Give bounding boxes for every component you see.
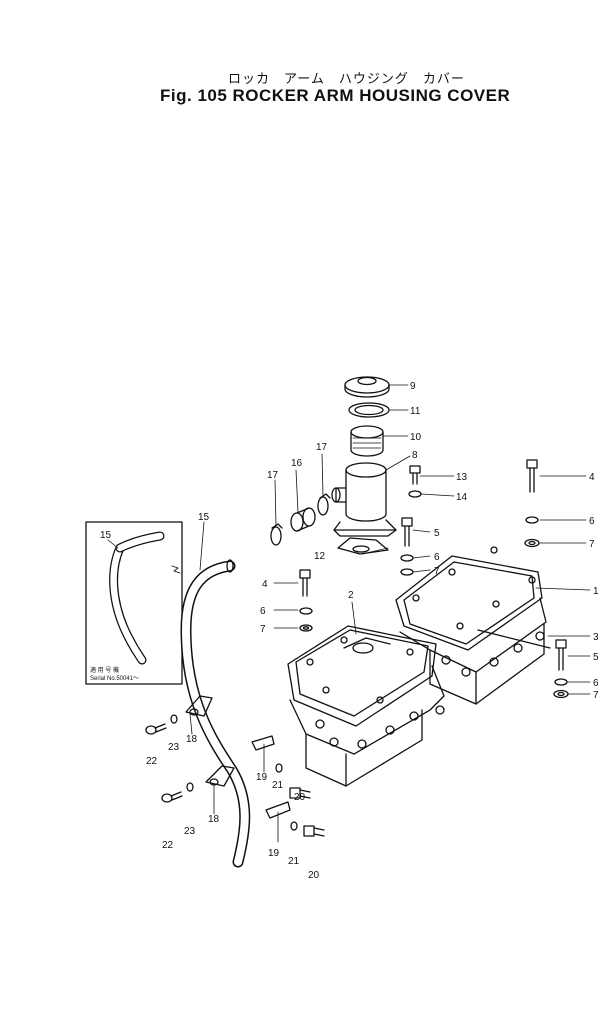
hose-clamp-left: [270, 523, 283, 546]
callout-3: 3: [593, 632, 599, 643]
callout-15: 15: [198, 512, 210, 523]
inset-detail-box: [85, 521, 183, 685]
callout-19-lower: 19: [268, 848, 280, 859]
callout-21-upper: 21: [272, 780, 284, 791]
callout-12: 12: [314, 551, 326, 562]
callout-18-lower: 18: [208, 814, 220, 825]
callout-17-left: 17: [267, 470, 279, 481]
callout-6-right-lower: 6: [593, 678, 599, 689]
callout-11: 11: [410, 406, 421, 417]
bolt-22-lower: [161, 782, 194, 803]
callout-7-right: 7: [589, 539, 595, 550]
callout-19-upper: 19: [256, 772, 268, 783]
cover-gasket: [477, 629, 551, 649]
bracket-lower: [265, 801, 291, 839]
bolt-22-upper: [145, 714, 178, 735]
callout-17-right: 17: [316, 442, 328, 453]
cylinder-head-right: [399, 597, 547, 705]
callout-4-right: 4: [589, 472, 595, 483]
hose-clamp-right: [317, 493, 331, 516]
hose-clip-upper: [185, 695, 213, 717]
breather-element: [350, 425, 384, 457]
callout-5-right: 5: [593, 652, 599, 663]
callout-2: 2: [348, 590, 354, 601]
bolt-stack-right-bottom: [553, 639, 569, 699]
callout-23-lower: 23: [184, 826, 196, 837]
callout-18-upper: 18: [186, 734, 198, 745]
breather-gasket: [348, 402, 390, 418]
bracket-upper: [251, 735, 275, 769]
inset-part-label: 15: [100, 530, 112, 541]
breather-cap: [344, 376, 390, 398]
callout-6-center: 6: [434, 552, 440, 563]
hose-clip-lower: [205, 765, 235, 787]
inset-note-serial: Serial No.50041～: [90, 676, 139, 682]
bolt-stack-right-top: [524, 459, 540, 548]
bolt-stack-center: [400, 517, 414, 576]
callout-1: 1: [593, 586, 599, 597]
callout-7-center: 7: [434, 566, 440, 577]
callout-20-upper: 20: [294, 792, 306, 803]
callout-22-lower: 22: [162, 840, 174, 851]
callout-20-lower: 20: [308, 870, 320, 881]
inset-note-japanese: 適 用 号 機: [90, 666, 119, 674]
callout-22-upper: 22: [146, 756, 158, 767]
figure-title: Fig. 105 ROCKER ARM HOUSING COVER: [160, 86, 511, 105]
callout-5-center: 5: [434, 528, 440, 539]
callout-6-right: 6: [589, 516, 595, 527]
bolt-20-upper: [275, 763, 311, 799]
callout-7-right-lower: 7: [593, 690, 599, 701]
callout-10: 10: [410, 432, 422, 443]
breather-body: [331, 462, 397, 537]
breather-base-gasket: [337, 537, 389, 555]
title-japanese: ロッカ アーム ハウジング カバー: [228, 72, 465, 87]
callout-8: 8: [412, 450, 418, 461]
callout-21-lower: 21: [288, 856, 300, 867]
short-hose: [290, 507, 316, 532]
cylinder-head-left: [289, 665, 445, 787]
bolt-20-lower: [290, 821, 325, 837]
callout-4-left: 4: [262, 579, 268, 590]
bolt-stack-left: [299, 569, 313, 632]
callout-23-upper: 23: [168, 742, 180, 753]
bolt-13: [408, 465, 422, 498]
callout-7-left: 7: [260, 624, 266, 635]
callout-6-left: 6: [260, 606, 266, 617]
leader-lines: [189, 384, 591, 843]
callout-9: 9: [410, 381, 416, 392]
rocker-cover-left: [287, 625, 437, 727]
rocker-cover-right: [395, 546, 543, 651]
callout-16: 16: [291, 458, 303, 469]
callout-14: 14: [456, 492, 468, 503]
callout-13: 13: [456, 472, 468, 483]
